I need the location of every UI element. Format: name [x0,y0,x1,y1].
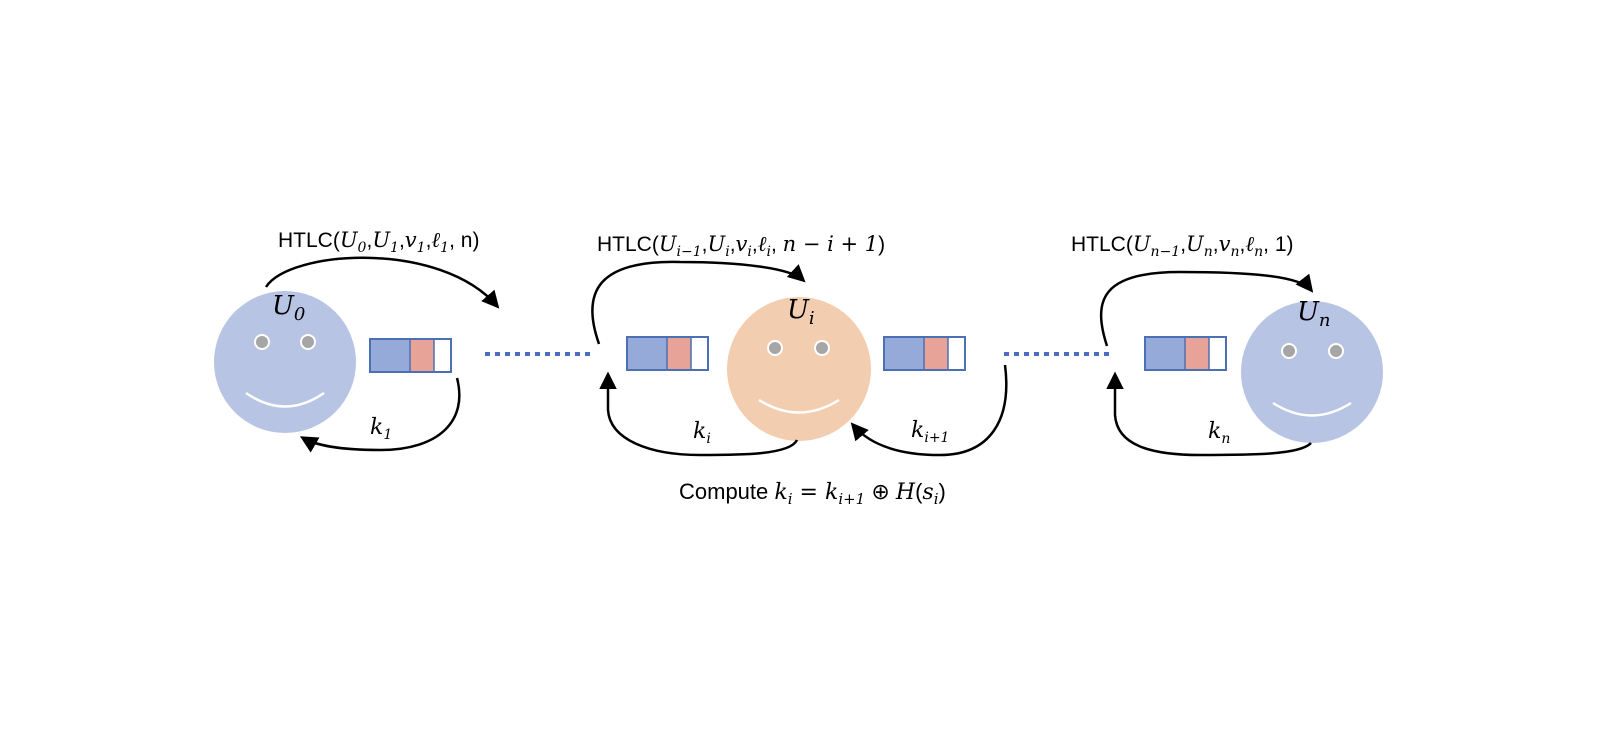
eye-left [254,334,270,350]
key-arrow [850,364,1008,457]
eye-right [300,334,316,350]
channel-buffer [1144,336,1227,371]
compute-equation: Compute ki = ki+1 ⊕ H(si) [679,479,946,508]
smiley-face [1241,301,1383,443]
smiley-face [214,291,356,433]
key-arrow [599,371,799,457]
key-arrow [1106,371,1312,457]
htlc-arrow [264,256,500,309]
key-label-n: kn [1208,419,1230,447]
htlc-arrow [1099,270,1314,347]
eye-right [814,340,830,356]
key-label-i: ki [693,419,711,447]
htlc-label-i: HTLC(Ui−1,Ui,vi,ℓi, n − i + 1) [597,232,885,260]
smile [758,398,840,414]
node-un: Un [1241,297,1383,443]
htlc-arrow [591,260,806,345]
htlc-label-0: HTLC(U0,U1,v1,ℓ1, n) [278,228,479,256]
smile [1272,401,1352,417]
eye-left [1281,343,1297,359]
key-arrow [299,377,461,453]
eye-right [1328,343,1344,359]
eye-left [767,340,783,356]
node-label: Ui [787,295,815,329]
key-label-i-plus-1: ki+1 [911,418,949,446]
node-label: U0 [272,291,305,325]
node-label: Un [1297,297,1331,331]
smile [245,391,325,408]
htlc-label-n: HTLC(Un−1,Un,vn,ℓn, 1) [1071,232,1294,260]
key-label-1: k1 [370,415,392,443]
node-u0: U0 [214,291,356,433]
channel-buffer [883,336,966,371]
node-ui: Ui [727,295,871,441]
channel-buffer [369,338,452,373]
smiley-face [727,297,871,441]
channel-buffer [626,336,709,371]
